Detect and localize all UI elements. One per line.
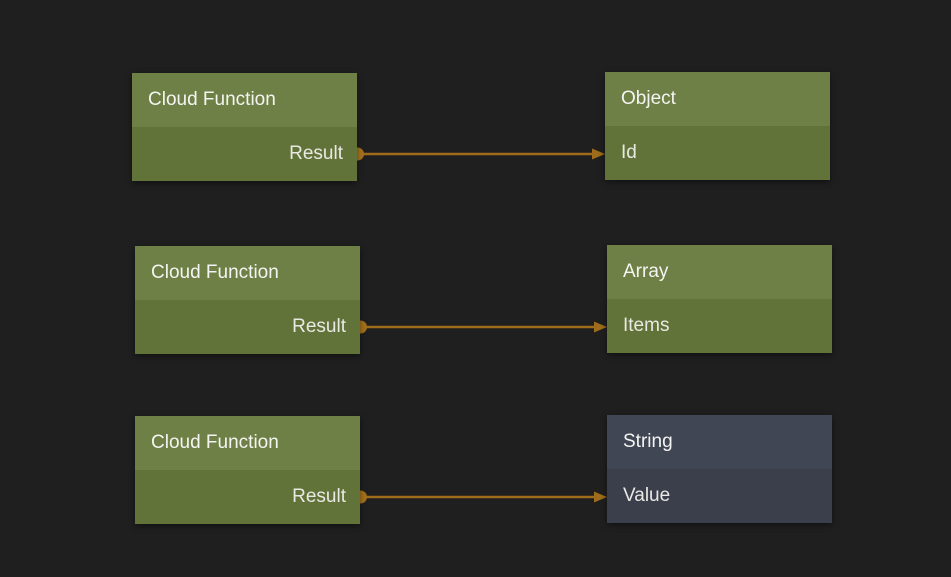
input-port-row: Value: [607, 469, 832, 523]
output-port-row: Result: [132, 127, 357, 181]
port-label-result: Result: [289, 143, 343, 164]
node-array[interactable]: Array Items: [607, 245, 832, 353]
arrowhead-icon: [594, 491, 607, 503]
node-string[interactable]: String Value: [607, 415, 832, 523]
node-title: Array: [607, 245, 832, 299]
connection-wire-result-to-value[interactable]: [354, 490, 607, 504]
node-cloud-function-2[interactable]: Cloud Function Result: [135, 246, 360, 354]
node-title: Cloud Function: [135, 416, 360, 470]
node-title: Object: [605, 72, 830, 126]
port-label-id: Id: [621, 142, 637, 163]
output-port-row: Result: [135, 470, 360, 524]
node-cloud-function-1[interactable]: Cloud Function Result: [132, 73, 357, 181]
port-label-items: Items: [623, 315, 670, 336]
node-title: String: [607, 415, 832, 469]
port-label-result: Result: [292, 486, 346, 507]
input-port-row: Id: [605, 126, 830, 180]
port-label-value: Value: [623, 485, 671, 506]
output-port-row: Result: [135, 300, 360, 354]
node-title: Cloud Function: [135, 246, 360, 300]
node-object[interactable]: Object Id: [605, 72, 830, 180]
connection-wire-result-to-id[interactable]: [351, 147, 605, 161]
input-port-row: Items: [607, 299, 832, 353]
arrowhead-icon: [592, 148, 605, 160]
node-title: Cloud Function: [132, 73, 357, 127]
node-cloud-function-3[interactable]: Cloud Function Result: [135, 416, 360, 524]
connection-wire-result-to-items[interactable]: [354, 320, 607, 334]
port-label-result: Result: [292, 316, 346, 337]
arrowhead-icon: [594, 321, 607, 333]
